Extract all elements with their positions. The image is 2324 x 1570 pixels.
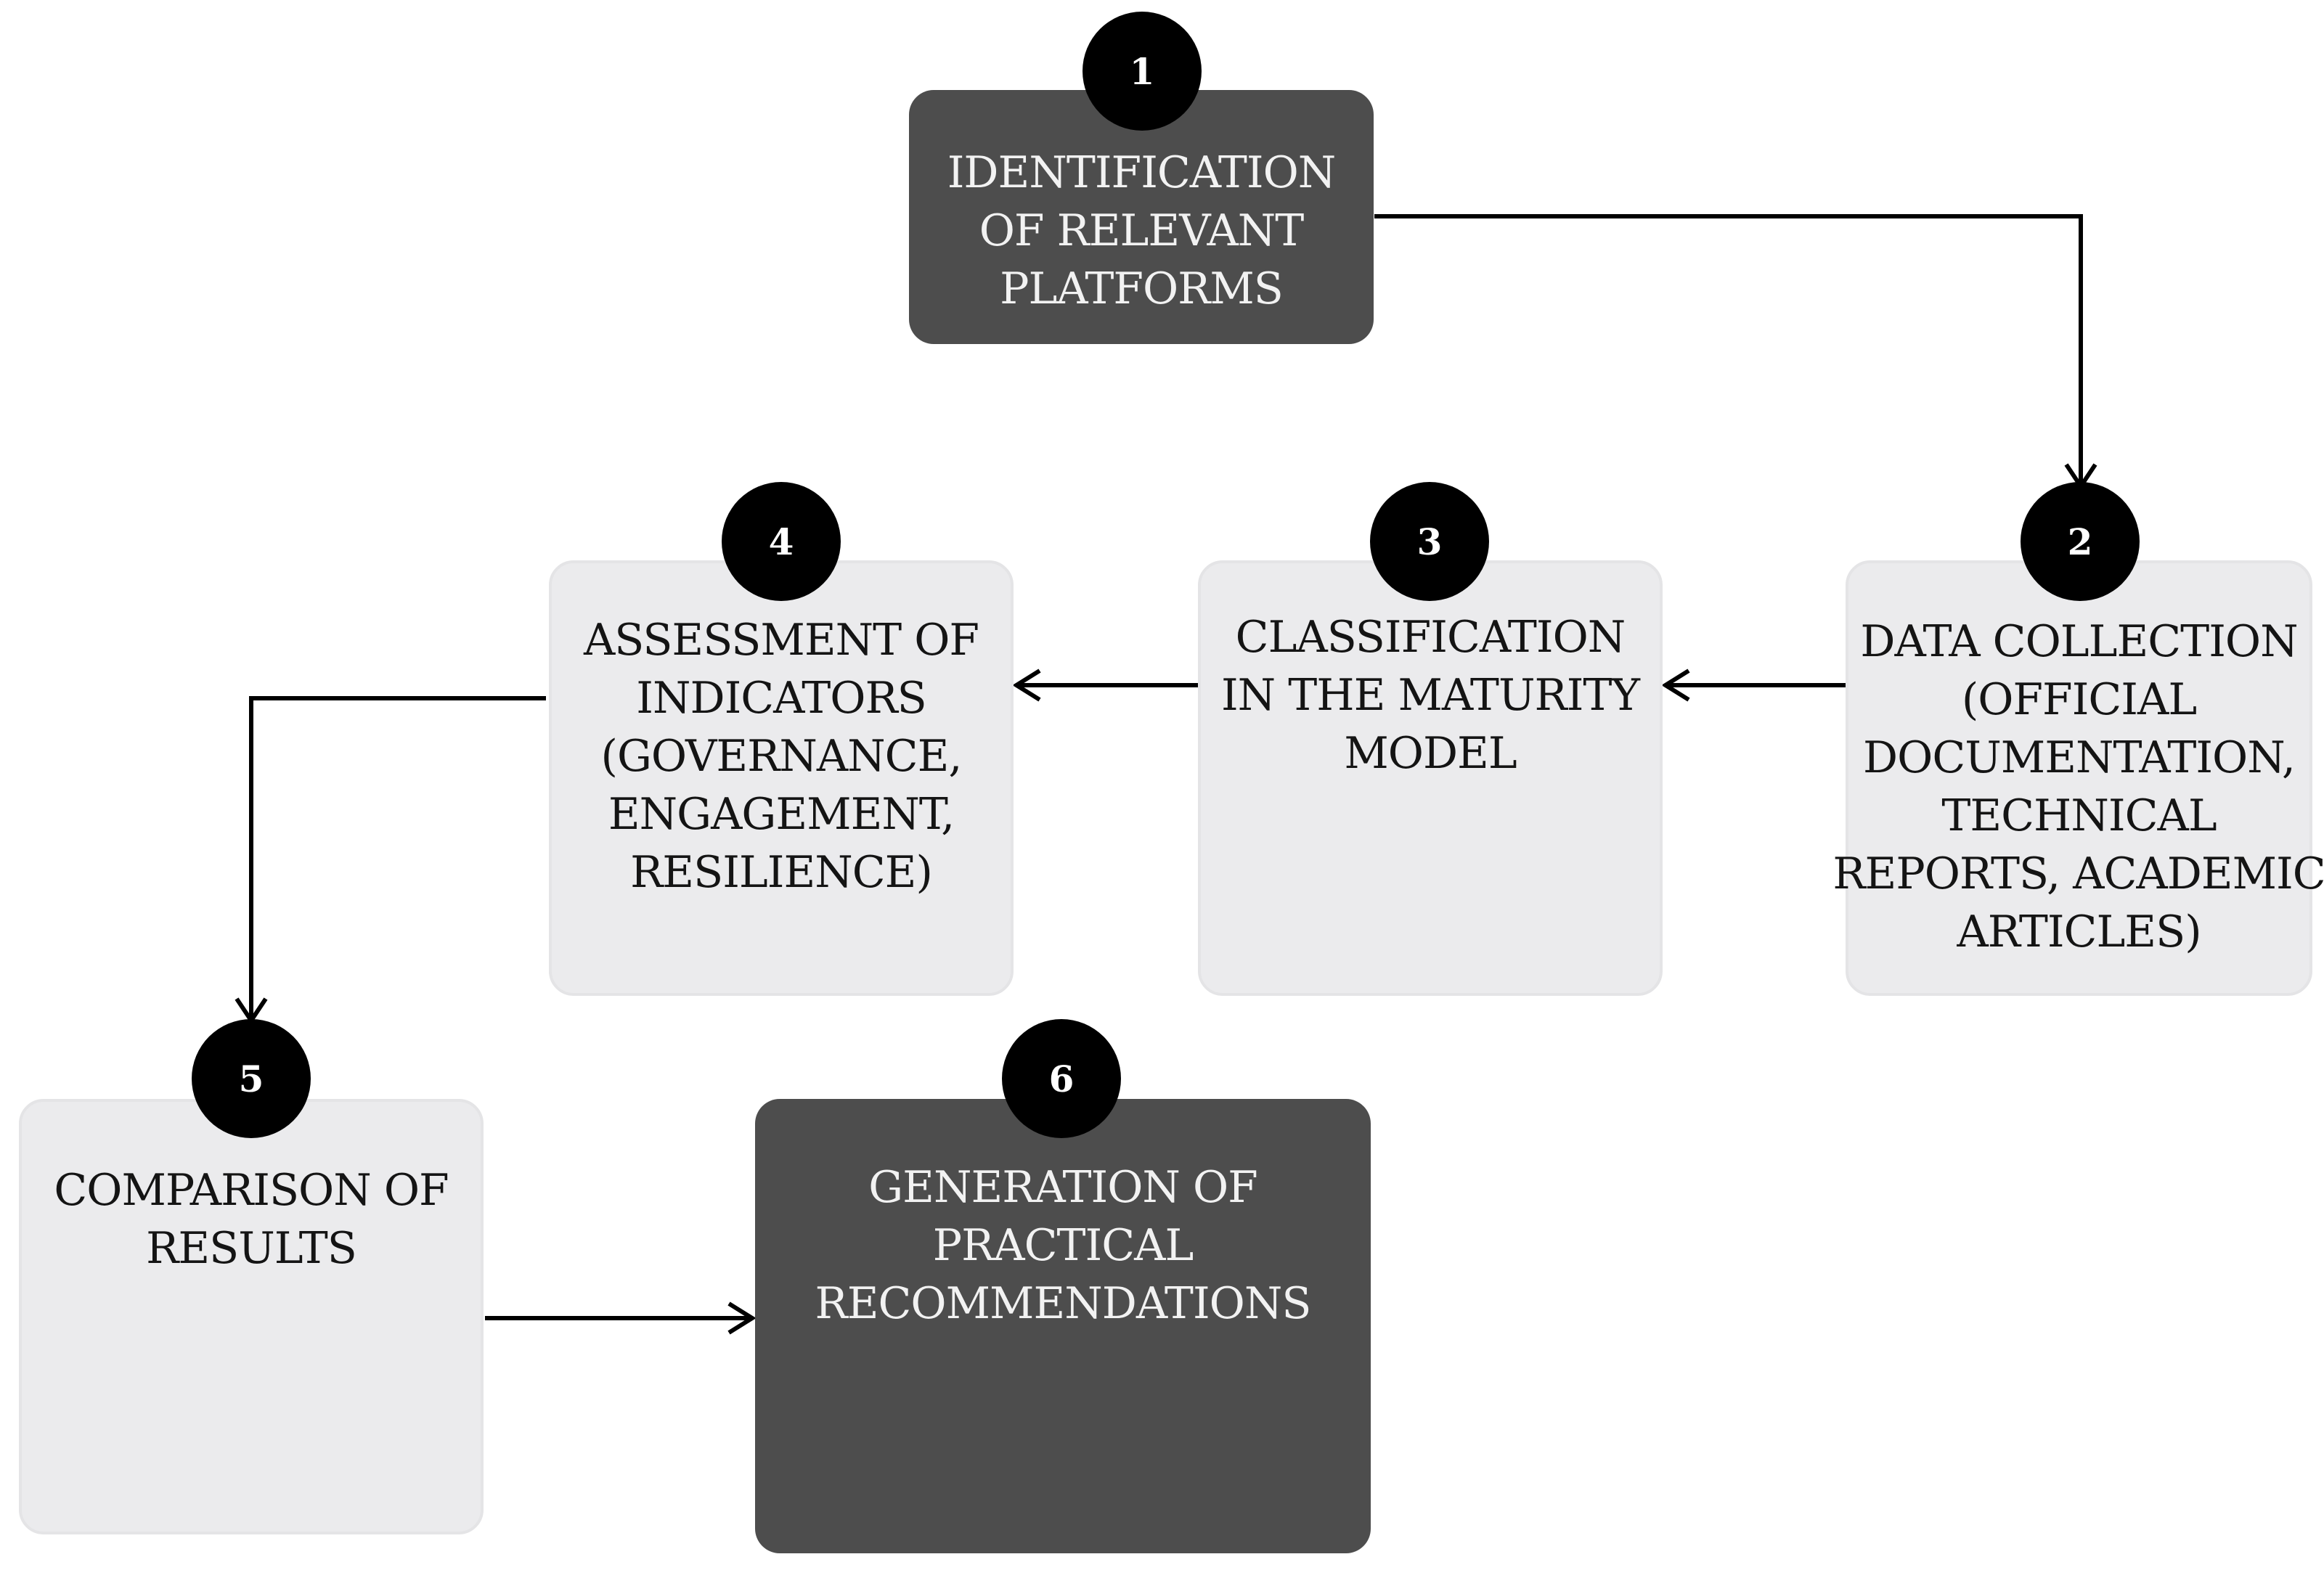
step-2-line: TECHNICAL	[1941, 790, 2217, 841]
step-5-box: COMPARISON OF RESULTS	[19, 1099, 484, 1534]
step-2-line: ARTICLES)	[1957, 907, 2201, 957]
step-4-number-badge: 4	[722, 482, 841, 601]
step-2-line: DATA COLLECTION	[1860, 616, 2298, 667]
step-1-line: IDENTIFICATION	[947, 147, 1337, 198]
step-1-box: IDENTIFICATION OF RELEVANT PLATFORMS	[909, 90, 1374, 344]
step-6-box: GENERATION OF PRACTICAL RECOMMENDATIONS	[755, 1099, 1371, 1553]
step-3-number-badge: 3	[1370, 482, 1489, 601]
step-3-line: IN THE MATURITY	[1220, 670, 1640, 721]
step-6-number-badge: 6	[1002, 1019, 1121, 1138]
arrowhead-5-to-6	[727, 1301, 757, 1335]
step-3-box: CLASSIFICATION IN THE MATURITY MODEL	[1198, 560, 1663, 996]
step-4-line: INDICATORS	[636, 673, 926, 724]
step-6-line: RECOMMENDATIONS	[815, 1278, 1312, 1329]
step-1-line: OF RELEVANT	[979, 205, 1305, 256]
step-1-number-badge: 1	[1083, 12, 1202, 131]
step-2-line: DOCUMENTATION,	[1863, 732, 2296, 783]
step-4-line: RESILIENCE)	[630, 847, 933, 898]
step-5-line: RESULTS	[146, 1223, 357, 1274]
step-6-line: PRACTICAL	[932, 1220, 1194, 1271]
arrowhead-2-to-3	[1661, 669, 1690, 702]
arrowhead-3-to-4	[1012, 669, 1041, 702]
arrow-4-to-5	[249, 696, 546, 1019]
step-4-line: (GOVERNANCE,	[600, 731, 963, 782]
step-5-line: COMPARISON OF	[54, 1165, 449, 1216]
step-4-box: ASSESSMENT OF INDICATORS (GOVERNANCE, EN…	[549, 560, 1014, 996]
step-1-line: PLATFORMS	[1000, 263, 1284, 314]
step-3-line: CLASSIFICATION	[1235, 612, 1626, 663]
step-3-line: MODEL	[1344, 728, 1517, 779]
step-2-line: (OFFICIAL	[1961, 674, 2197, 725]
step-2-number-badge: 2	[2021, 482, 2140, 601]
step-4-line: ENGAGEMENT,	[608, 789, 955, 840]
arrow-1-to-2	[1374, 214, 2083, 483]
step-6-line: GENERATION OF	[868, 1162, 1258, 1213]
step-2-box: DATA COLLECTION (OFFICIAL DOCUMENTATION,…	[1832, 560, 2324, 996]
step-2-line: REPORTS, ACADEMIC	[1832, 849, 2324, 899]
step-4-line: ASSESSMENT OF	[583, 615, 979, 666]
step-5-number-badge: 5	[192, 1019, 311, 1138]
